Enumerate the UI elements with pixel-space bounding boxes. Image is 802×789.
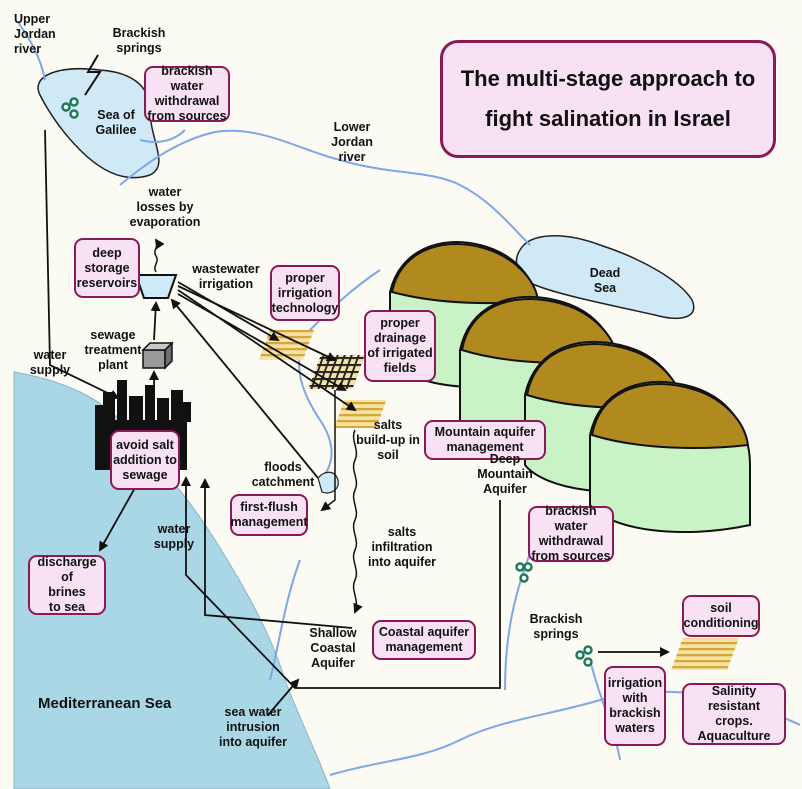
label-floods-catchment: floods catchment (251, 460, 315, 489)
arrow-floods-to-reservoir (170, 298, 319, 479)
box-salinity-resistant: Salinity resistant crops. Aquaculture (682, 683, 786, 745)
box-soil-conditioning: soil conditioning (682, 595, 760, 637)
label-salts-infiltration: salts infiltration into aquifer (367, 525, 437, 569)
box-deep-storage: deep storage reservoirs (74, 238, 140, 298)
well-spring-2 (583, 645, 593, 655)
field-soil-conditioning (671, 638, 739, 670)
arrow-galilee-water-supply (44, 129, 120, 400)
label-lower-jordan: Lower Jordan river (331, 120, 373, 164)
box-brackish-withdrawal-right: brackish water withdrawal from sources (528, 504, 614, 563)
box-proper-irrigation: proper irrigation technology (270, 265, 340, 321)
well-right-2 (523, 562, 533, 572)
label-brackish-springs-right: Brackish springs (529, 612, 583, 641)
sea-of-galilee-shape (37, 68, 160, 179)
well-spring-3 (583, 657, 593, 667)
arrow-aquifer-water-supply (200, 478, 353, 629)
label-brackish-springs-top: Brackish springs (112, 26, 166, 55)
salts-infiltration-squiggle (352, 429, 363, 614)
arrow-reservoir-irrigation (177, 281, 280, 342)
box-discharge-brines: discharge of brines to sea (28, 555, 106, 615)
arrow-plant-to-reservoir (150, 301, 161, 341)
box-first-flush: first-flush management (230, 494, 308, 536)
box-brackish-withdrawal-top: brackish water withdrawal from sources (144, 64, 230, 123)
well-galilee-1 (61, 102, 71, 112)
well-galilee-2 (69, 97, 79, 107)
coastal-stream (298, 269, 381, 481)
label-deep-mountain-aquifer: Deep Mountain Aquifer (477, 452, 533, 496)
evaporation-squiggle (154, 238, 165, 273)
label-water-supply-left: water supply (29, 348, 71, 377)
floods-basin-shape (317, 471, 339, 494)
arrow-reservoir-drainage (177, 285, 337, 362)
coastal-stream-2 (269, 559, 301, 681)
diagram-title: The multi-stage approach to fight salina… (440, 40, 776, 158)
well-galilee-3 (69, 109, 79, 119)
label-mediterranean: Mediterranean Sea (38, 695, 172, 712)
field-drainage (308, 355, 365, 389)
label-salts-buildup: salts build-up in soil (356, 418, 420, 462)
label-sewage-plant: sewage treatment plant (84, 328, 142, 372)
box-irrigation-brackish: irrigation with brackish waters (604, 666, 666, 746)
well-spring-1 (575, 650, 585, 660)
label-wastewater-irrigation: wastewater irrigation (192, 262, 260, 291)
sewage-plant-cube (141, 341, 174, 370)
upper-jordan-river (17, 21, 46, 81)
label-upper-jordan: Upper Jordan river (14, 12, 56, 56)
hill-1-top (390, 243, 540, 305)
box-avoid-salt: avoid salt addition to sewage (110, 430, 180, 490)
well-right-1 (515, 562, 525, 572)
well-right-3 (519, 573, 529, 583)
reservoir-shape (134, 274, 178, 299)
arrow-reservoir-salts-2 (177, 293, 347, 391)
label-dead-sea: Dead Sea (589, 266, 621, 295)
lower-jordan-river (119, 129, 531, 246)
brackish-spring-bolt (84, 54, 102, 96)
box-mountain-aquifer-mgmt: Mountain aquifer management (424, 420, 546, 460)
dead-sea-shape (515, 235, 695, 319)
drainage-squiggle (320, 390, 336, 512)
box-proper-drainage: proper drainage of irrigated fields (364, 310, 436, 382)
label-sea-of-galilee: Sea of Galilee (95, 108, 137, 137)
label-water-losses: water losses by evaporation (129, 185, 201, 229)
hill-4-top (590, 383, 750, 449)
label-water-supply-mid: water supply (153, 522, 195, 551)
box-coastal-aquifer-mgmt: Coastal aquifer management (372, 620, 476, 660)
river-to-galilee (139, 129, 186, 143)
label-shallow-coastal: Shallow Coastal Aquifer (309, 626, 357, 670)
arrow-sea-intrusion (267, 678, 300, 716)
label-sea-water-intrusion: sea water intrusion into aquifer (218, 705, 288, 749)
